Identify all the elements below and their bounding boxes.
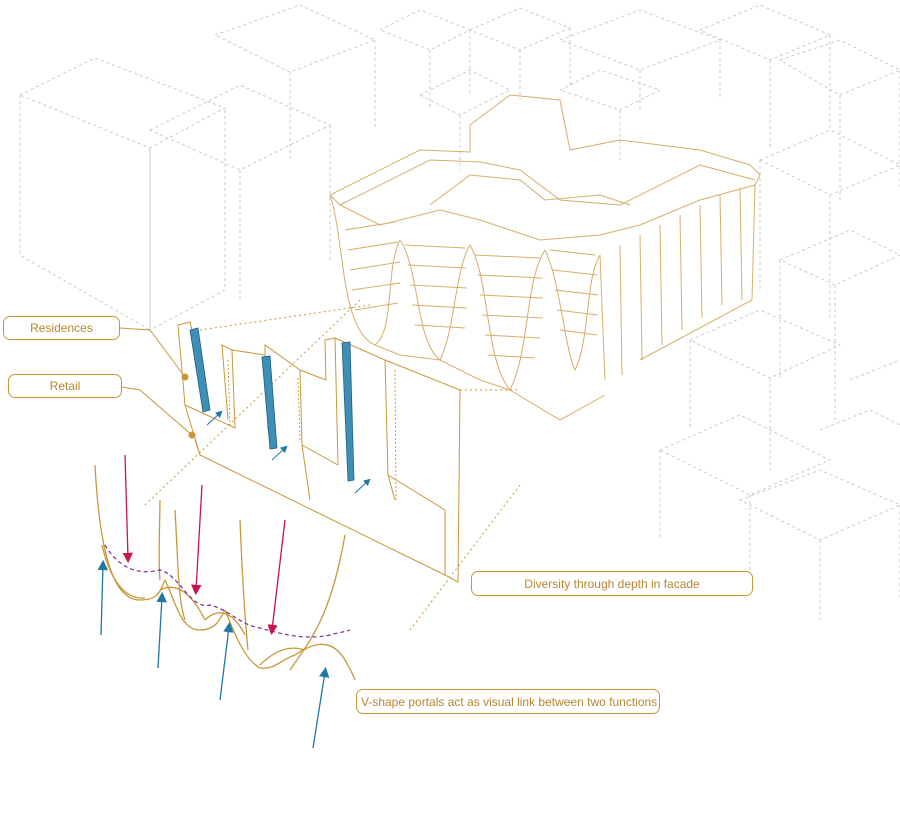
portals-label-text: V-shape portals act as visual link betwe… bbox=[361, 694, 658, 709]
residences-label: Residences bbox=[3, 316, 120, 340]
retail-label: Retail bbox=[8, 374, 122, 398]
blue-arrow bbox=[97, 559, 109, 636]
red-arrow bbox=[267, 519, 286, 636]
profile-dashed-line bbox=[104, 544, 351, 638]
facade-columns bbox=[189, 327, 355, 482]
red-arrow bbox=[122, 454, 134, 564]
diversity-label-text: Diversity through depth in facade bbox=[524, 576, 700, 591]
context-buildings bbox=[18, 4, 900, 620]
red-arrow bbox=[191, 484, 203, 596]
residences-marker bbox=[181, 373, 189, 381]
retail-marker bbox=[188, 431, 196, 439]
label-leaders bbox=[119, 327, 193, 436]
diversity-label: Diversity through depth in facade bbox=[471, 571, 753, 596]
column-strip bbox=[261, 355, 278, 450]
blue-arrow bbox=[219, 621, 234, 701]
blue-arrows bbox=[97, 559, 330, 749]
residences-label-text: Residences bbox=[30, 321, 93, 335]
main-building bbox=[329, 94, 761, 421]
portal-section bbox=[94, 464, 356, 681]
facade-elevation bbox=[177, 321, 461, 583]
column-strip bbox=[189, 327, 211, 413]
entry-arrow bbox=[206, 410, 223, 426]
entry-arrow bbox=[354, 478, 371, 494]
blue-arrow bbox=[312, 666, 330, 749]
entry-arrows bbox=[206, 410, 371, 494]
red-arrows bbox=[122, 454, 286, 636]
facade-hidden-lines bbox=[227, 359, 397, 501]
portals-label: V-shape portals act as visual link betwe… bbox=[356, 689, 660, 714]
retail-label-text: Retail bbox=[49, 379, 81, 393]
entry-arrow bbox=[271, 445, 288, 461]
projection-lines bbox=[144, 299, 521, 631]
blue-arrow bbox=[156, 591, 167, 669]
column-strip bbox=[341, 341, 355, 482]
